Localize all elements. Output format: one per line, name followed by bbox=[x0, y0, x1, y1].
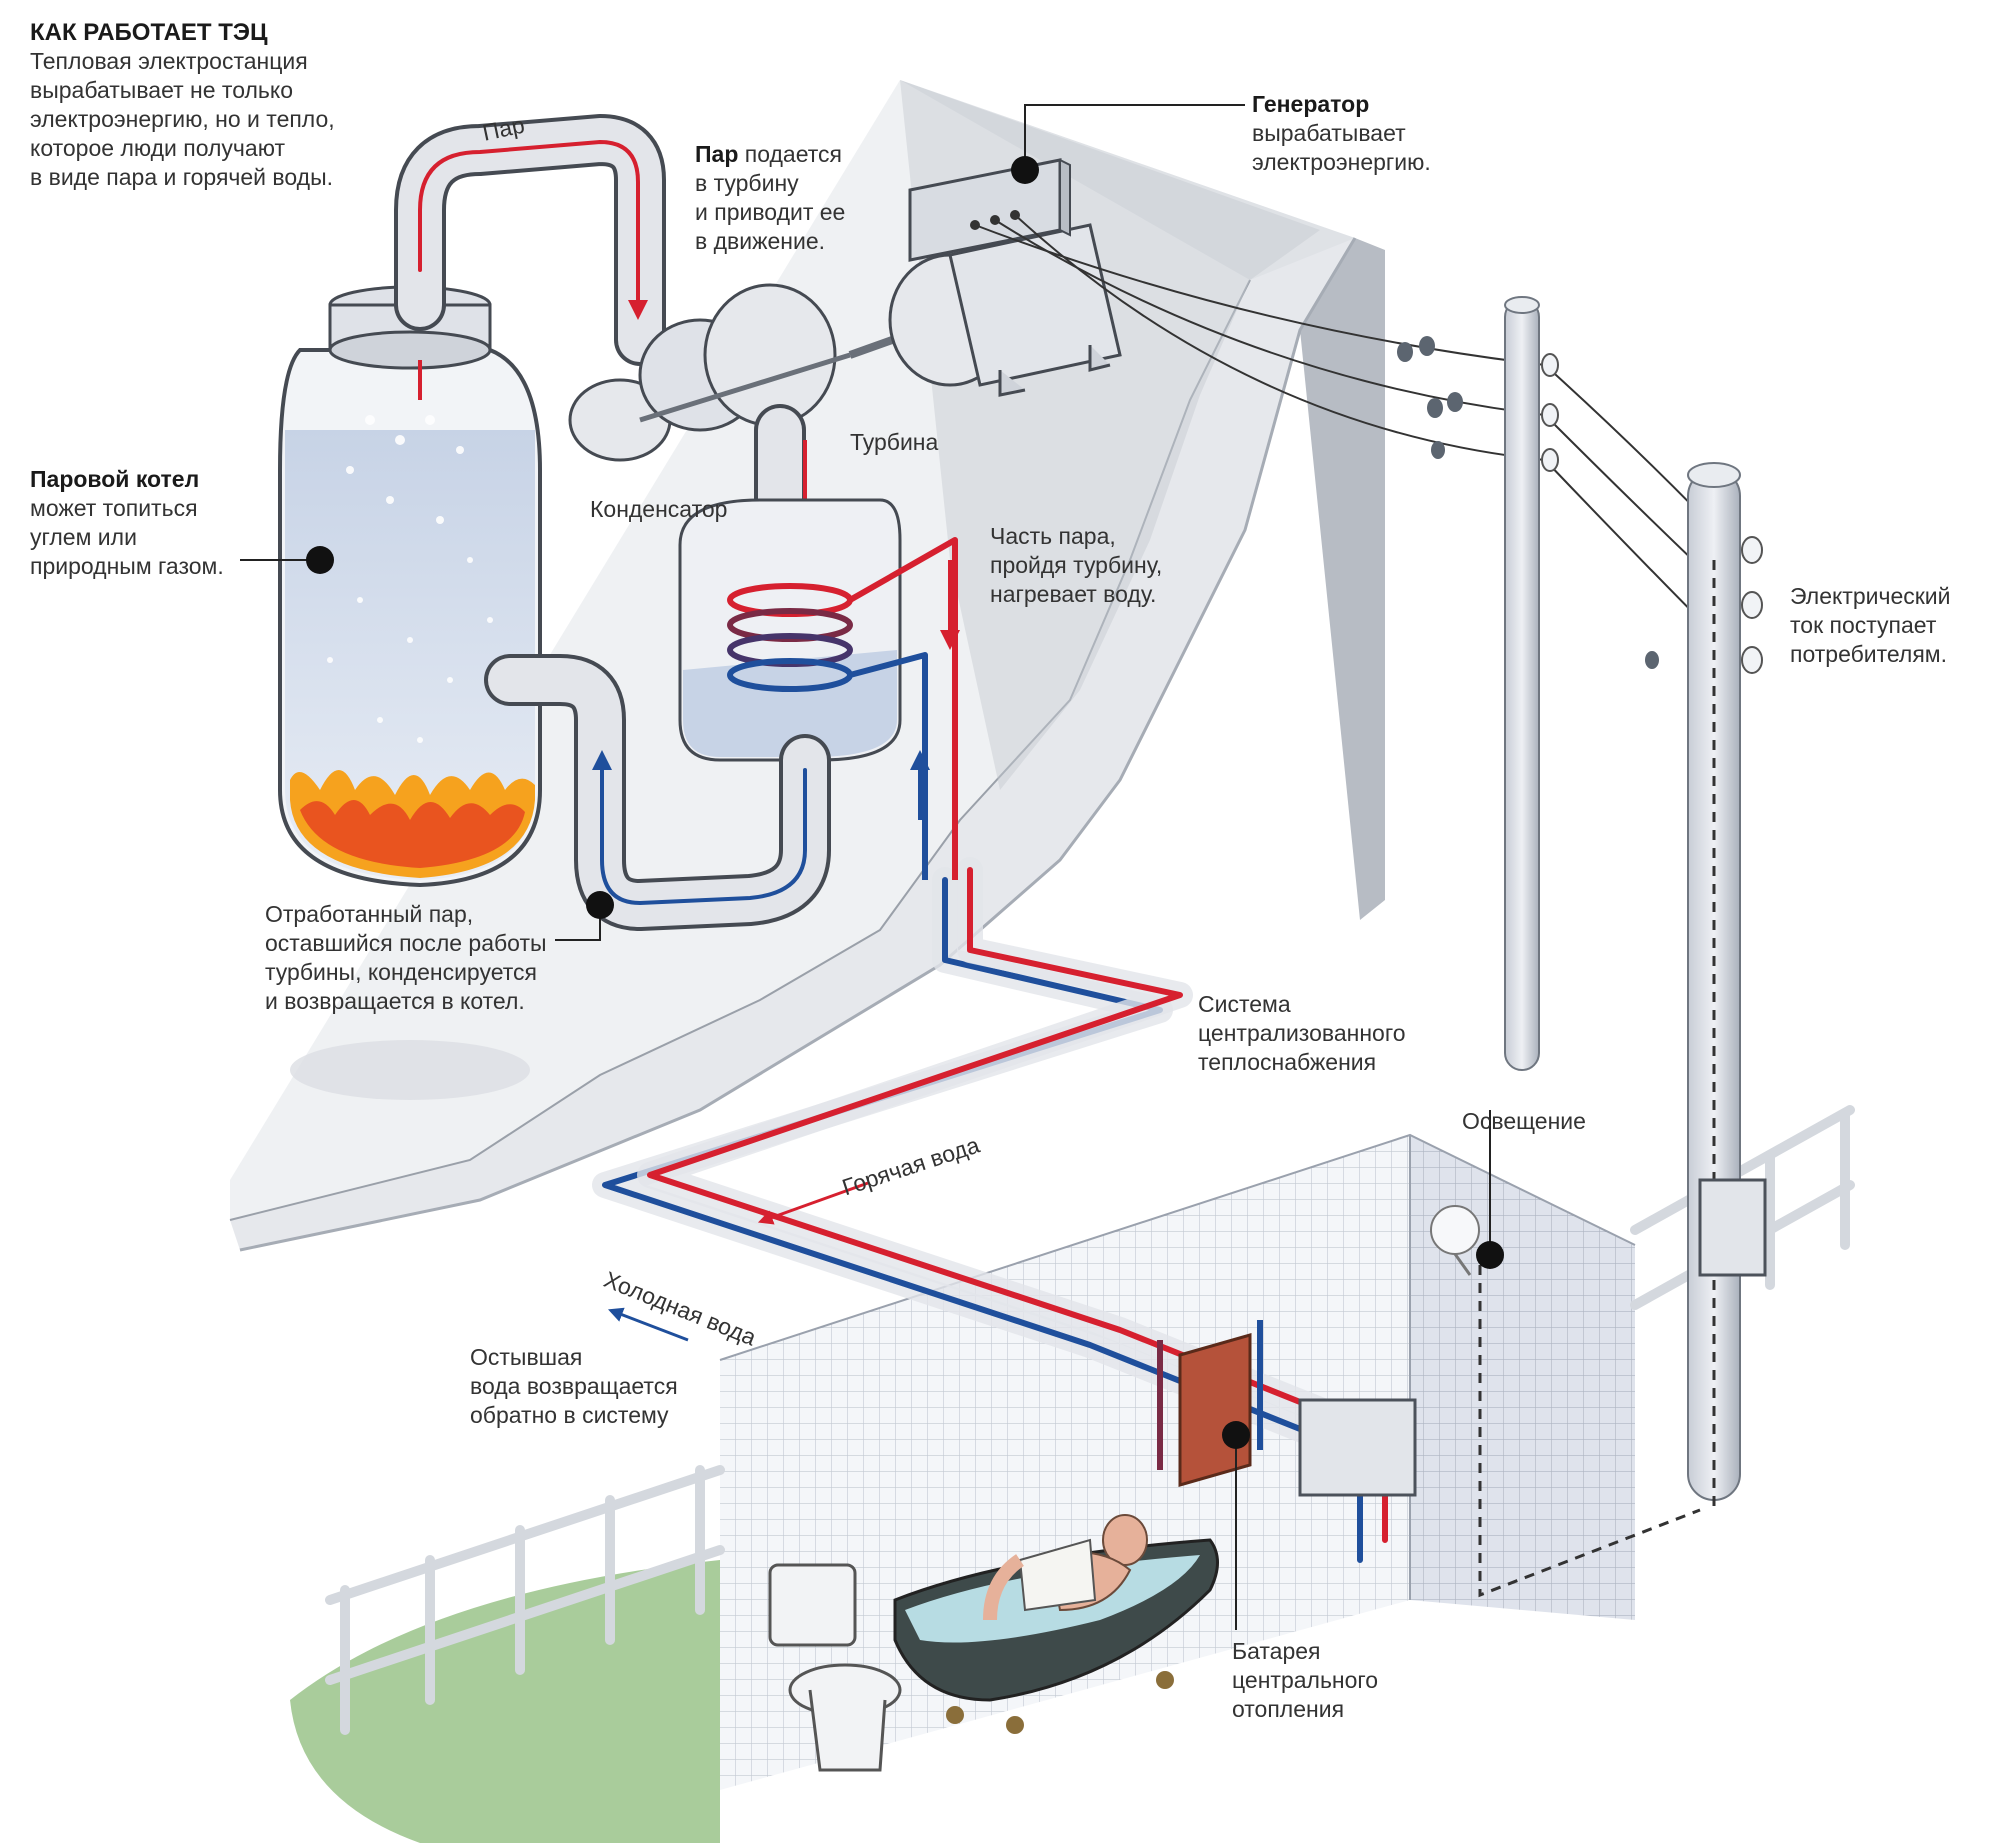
electric-callout: Электрический ток поступает потребителям… bbox=[1790, 582, 1951, 669]
generator bbox=[888, 158, 1122, 397]
utility-poles bbox=[1397, 296, 1767, 1510]
steam-line: в движение. bbox=[695, 228, 826, 254]
part-steam-callout: Часть пара, пройдя турбину, нагревает во… bbox=[990, 522, 1162, 609]
page-title: КАК РАБОТАЕТ ТЭЦ bbox=[30, 19, 268, 46]
steam-line: и приводит ее bbox=[695, 199, 846, 225]
electric-line: ток поступает bbox=[1790, 612, 1937, 638]
boiler-line: углем или bbox=[30, 524, 137, 550]
steam-callout: Пар подается в турбину и приводит ее в д… bbox=[695, 140, 845, 256]
generator-line: вырабатывает bbox=[1252, 120, 1406, 146]
exhaust-line: Отработанный пар, bbox=[265, 901, 474, 927]
cooled-line: вода возвращается bbox=[470, 1373, 678, 1399]
exhaust-line: оставшийся после работы bbox=[265, 930, 547, 956]
power-lines bbox=[974, 214, 1741, 661]
intro-line: вырабатывает не только bbox=[30, 77, 293, 103]
exhaust-line: турбины, конденсируется bbox=[265, 959, 537, 985]
district-line: Система bbox=[1198, 991, 1291, 1017]
wiring-dashes bbox=[1478, 1265, 1701, 1598]
intro-block: КАК РАБОТАЕТ ТЭЦ Тепловая электростанция… bbox=[30, 18, 335, 192]
ground bbox=[290, 1105, 1855, 1843]
steam-bold: Пар bbox=[695, 141, 739, 167]
intro-line: Тепловая электростанция bbox=[30, 48, 308, 74]
boiler-bold: Паровой котел bbox=[30, 466, 200, 492]
birds bbox=[1397, 336, 1659, 669]
cooled-callout: Остывшая вода возвращается обратно в сис… bbox=[470, 1343, 678, 1430]
part-steam-line: Часть пара, bbox=[990, 523, 1116, 549]
steam-line: в турбину bbox=[695, 170, 799, 196]
bathtub bbox=[893, 1514, 1219, 1734]
cooled-line: обратно в систему bbox=[470, 1402, 669, 1428]
generator-bold: Генератор bbox=[1252, 91, 1370, 117]
flow-arrows bbox=[607, 1181, 869, 1342]
district-pipes bbox=[592, 857, 1388, 1563]
exhaust-line: и возвращается в котел. bbox=[265, 988, 525, 1014]
boiler-line: может топиться bbox=[30, 495, 198, 521]
junction-box bbox=[1298, 1398, 1417, 1497]
radiator-line: отопления bbox=[1232, 1696, 1345, 1722]
part-steam-line: пройдя турбину, bbox=[990, 552, 1163, 578]
district-line: теплоснабжения bbox=[1198, 1049, 1377, 1075]
return-pipe bbox=[484, 654, 831, 931]
condenser-label: Конденсатор bbox=[590, 496, 728, 522]
boiler-callout: Паровой котел может топиться углем или п… bbox=[30, 465, 224, 581]
turbine-label: Турбина bbox=[850, 429, 939, 455]
callouts bbox=[240, 104, 1504, 1630]
exhaust-callout: Отработанный пар, оставшийся после работ… bbox=[265, 900, 547, 1016]
steam-line: подается bbox=[738, 141, 842, 167]
radiator-line: центрального bbox=[1232, 1667, 1379, 1693]
steam-pipe bbox=[394, 114, 666, 366]
district-callout: Система централизованного теплоснабжения bbox=[1198, 990, 1406, 1077]
lamp bbox=[1430, 1205, 1480, 1276]
electric-line: Электрический bbox=[1790, 583, 1951, 609]
lighting-label: Освещение bbox=[1462, 1108, 1586, 1134]
generator-line: электроэнергию. bbox=[1252, 149, 1431, 175]
radiator-callout: Батарея центрального отопления bbox=[1232, 1637, 1378, 1724]
cooled-line: Остывшая bbox=[470, 1344, 583, 1370]
condenser bbox=[678, 404, 960, 880]
intro-line: которое люди получают bbox=[30, 135, 285, 161]
generator-callout: Генератор вырабатывает электроэнергию. bbox=[1252, 90, 1431, 177]
radiator-line: Батарея bbox=[1232, 1638, 1321, 1664]
district-line: централизованного bbox=[1198, 1020, 1406, 1046]
steam-boiler bbox=[278, 285, 542, 888]
part-steam-line: нагревает воду. bbox=[990, 581, 1157, 607]
turbine bbox=[568, 283, 922, 462]
boiler-line: природным газом. bbox=[30, 553, 224, 579]
electric-line: потребителям. bbox=[1790, 641, 1948, 667]
intro-line: электроэнергию, но и тепло, bbox=[30, 106, 335, 132]
intro-line: в виде пара и горячей воды. bbox=[30, 164, 333, 190]
toilet bbox=[768, 1563, 902, 1772]
